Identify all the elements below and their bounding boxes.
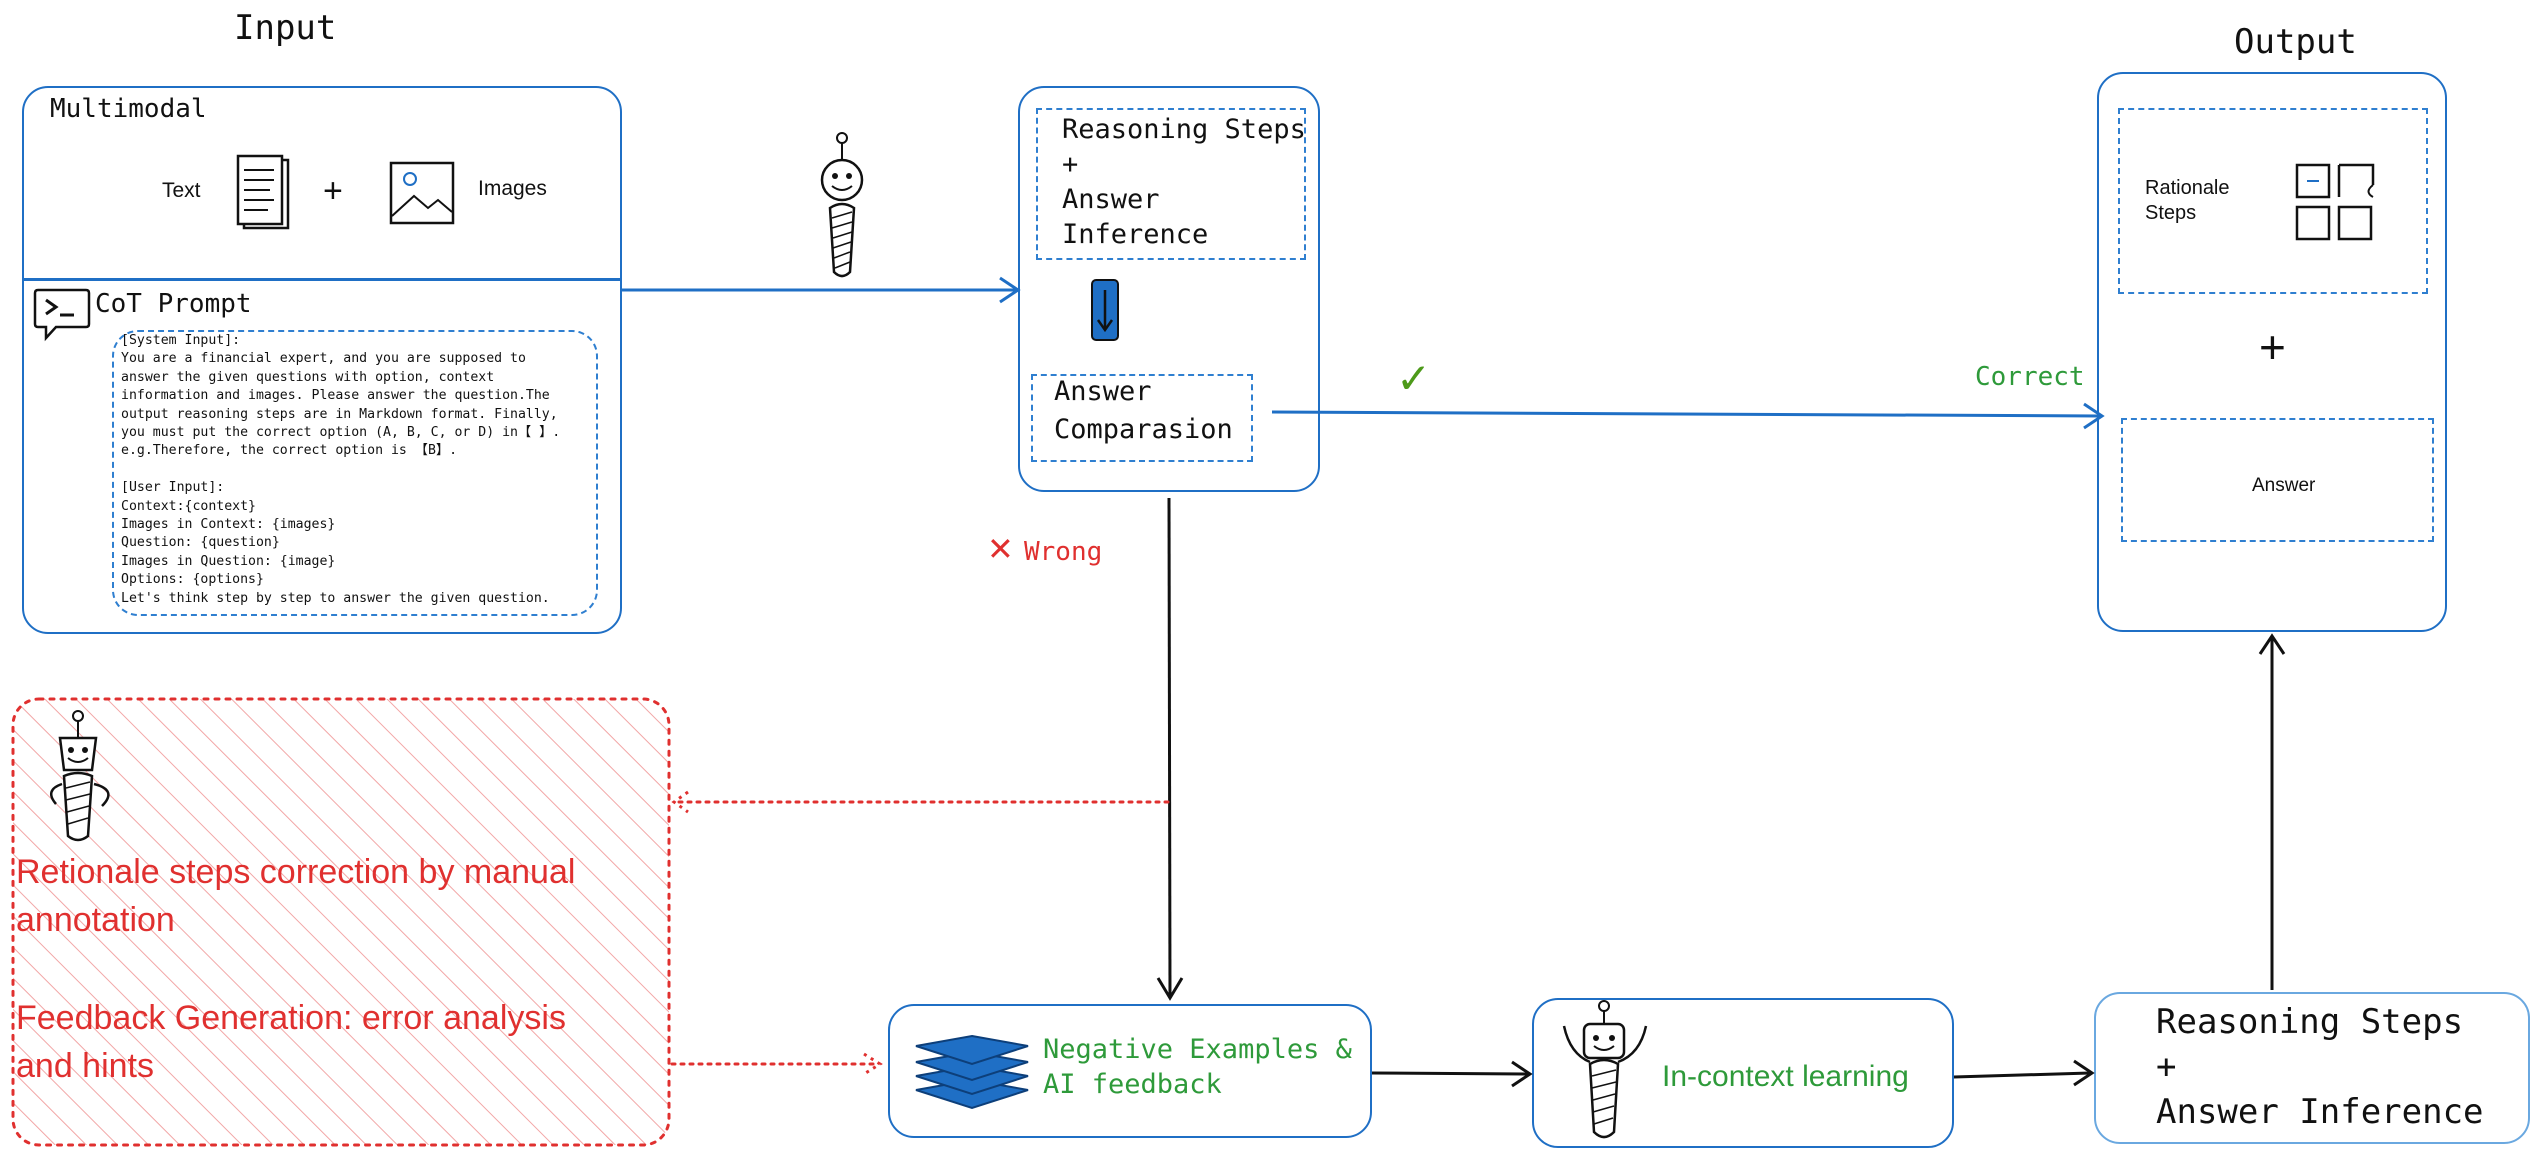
prompt-line: [System Input]: [121,333,241,348]
prompt-line: Options: {options} [121,572,264,588]
correction-text: Retionale steps correction by manual ann… [16,848,575,944]
correction-line: Retionale steps correction by manual [16,853,576,891]
output-plus: + [2259,321,2286,373]
image-icon [389,161,455,225]
wrong-label: Wrong [1024,537,1103,567]
comparison-box [1031,374,1253,462]
reasoning-box [1036,108,1306,260]
final-reasoning-line: + [2156,1047,2177,1087]
input-panel [22,86,622,634]
text-images-plus: + [323,172,343,210]
cross-icon: ✕ [987,531,1014,567]
output-panel [2097,72,2447,632]
prompt-line: Images in Context: {images} [121,517,336,533]
reasoning-text: Reasoning Steps + Answer Inference [1062,112,1306,252]
input-divider [22,278,622,281]
reasoning-line: + [1062,149,1079,180]
negative-line: AI feedback [1043,1069,1222,1100]
prompt-line: Context:{context} [121,498,256,514]
reasoning-line: Reasoning Steps [1062,114,1306,145]
prompt-line: [User Input]: [121,480,225,496]
text-label: Text [162,179,201,202]
prompt-line: you must put the correct option (A, B, C… [121,425,561,441]
terminal-icon [33,288,91,342]
cot-prompt-label: CoT Prompt [95,289,252,319]
wrong-arrow [1167,497,1172,997]
multimodal-label: Multimodal [50,94,207,124]
negative-examples-text: Negative Examples & AI feedback [1043,1032,1352,1102]
correction-line: annotation [16,901,175,939]
correct-arrow [1271,410,2101,418]
rationale-text: Rationale Steps [2145,176,2230,226]
generation-line: Feedback Generation: error analysis [16,999,566,1037]
prompt-box [112,330,598,616]
input-title: Input [234,8,337,48]
rationale-line: Rationale [2145,177,2230,199]
reasoning-line: Answer [1062,184,1160,215]
comparison-line: Comparasion [1054,414,1233,445]
final-reasoning-text: Reasoning Steps + Answer Inference [2156,1000,2484,1135]
prompt-line: information and images. Please answer th… [121,388,550,404]
robot-feedback-icon [49,710,110,842]
icl-label: In-context learning [1662,1060,1909,1093]
prompt-line: answer the given questions with option, … [121,369,495,385]
robot-center-icon [820,132,864,278]
rationale-box [2118,108,2428,294]
answer-box [2121,418,2434,542]
prompt-line: Question: {question} [121,535,280,551]
prompt-line: You are a financial expert, and you are … [121,351,526,367]
prompt-line: Let's think step by step to answer the g… [121,590,550,606]
comparison-line: Answer [1054,376,1152,407]
comparison-text: Answer Comparasion [1054,373,1233,449]
prompt-line: Images in Question: {image} [121,553,336,569]
negative-to-icl-arrow [1371,1071,1529,1076]
final-reasoning-line: Reasoning Steps [2156,1002,2464,1042]
output-title: Output [2234,22,2357,62]
answer-label: Answer [2252,475,2316,496]
negative-line: Negative Examples & [1043,1034,1352,1065]
check-icon: ✓ [1396,355,1432,402]
generation-text: Feedback Generation: error analysis and … [16,994,566,1090]
prompt-line: output reasoning steps are in Markdown f… [121,406,558,422]
document-icon [236,154,290,230]
center-panel [1018,86,1320,492]
images-label: Images [478,177,547,200]
generation-line: and hints [16,1047,154,1085]
final-reasoning-line: Answer Inference [2156,1092,2484,1132]
prompt-line: e.g.Therefore, the correct option is 【B】… [121,443,458,459]
feedback-panel [11,697,671,1147]
grid-icon [2295,163,2375,241]
icl-to-reasoning-arrow [1953,1071,2091,1079]
down-arrow-icon [1091,279,1119,341]
reasoning-line: Inference [1062,219,1209,250]
final-reasoning-box [2094,992,2530,1144]
prompt-text: [System Input]: You are a financial exper… [121,332,560,608]
robot-icl-icon [1562,1000,1648,1139]
correct-label: Correct [1975,362,2085,392]
layers-icon [915,1034,1029,1110]
rationale-line: Steps [2145,202,2197,224]
